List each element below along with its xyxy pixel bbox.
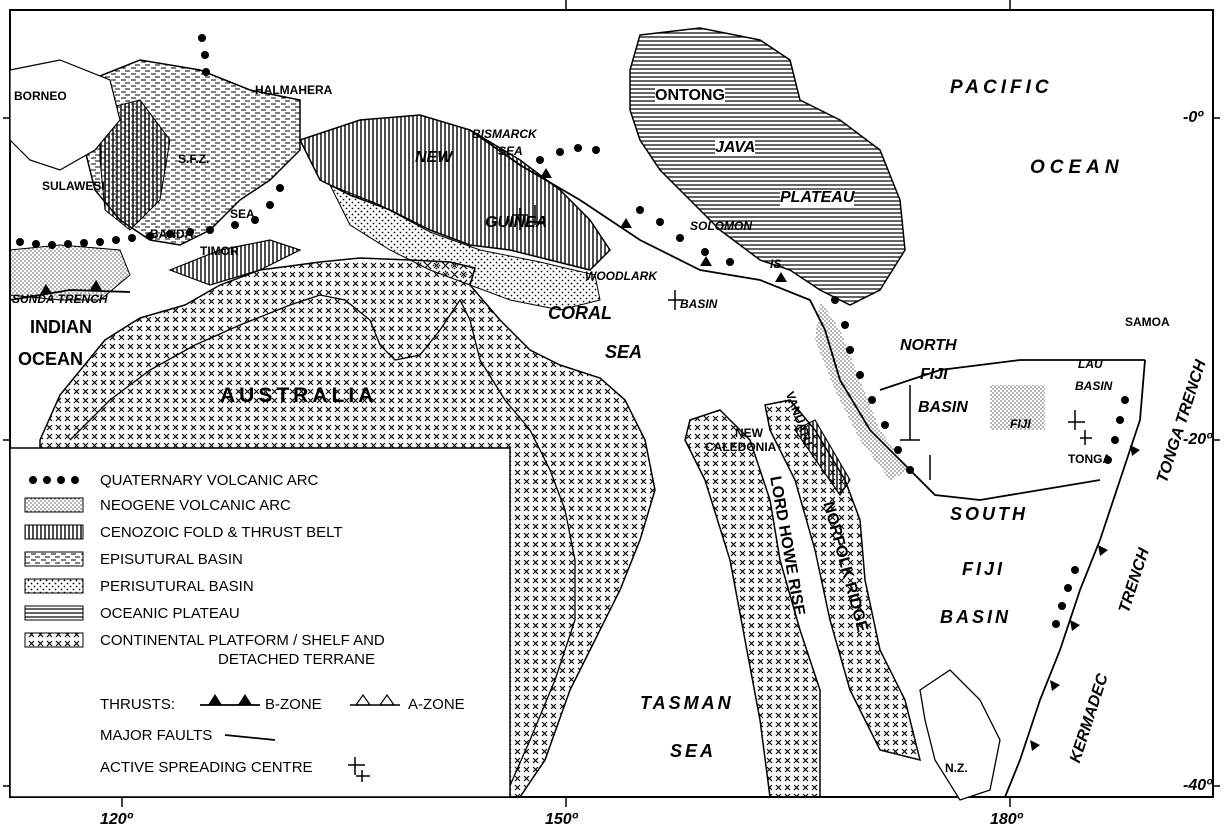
label-fiji: FIJI — [1010, 417, 1031, 431]
label-woodlark: WOODLARK — [585, 269, 657, 283]
label-solomon: SOLOMON — [690, 219, 752, 233]
label-new: NEW — [415, 149, 453, 166]
new-caledonia-belt — [794, 419, 851, 497]
label-halmahera: HALMAHERA — [255, 83, 333, 97]
label-bismarck: BISMARCK — [472, 127, 537, 141]
label-new-caledonia-1: NEW — [735, 426, 763, 440]
legend-label-oceanic-plateau: OCEANIC PLATEAU — [100, 605, 240, 622]
graticule-ticks — [3, 0, 1220, 807]
legend-label-quaternary: QUATERNARY VOLCANIC ARC — [100, 472, 319, 489]
trench-lines — [9, 129, 1146, 798]
label-sfz: S.F.Z. — [178, 152, 210, 166]
vanuatu-arc-fill — [815, 300, 910, 480]
label-new-caledonia-2: CALEDONIA — [705, 440, 777, 454]
legend-label-cenozoic: CENOZOIC FOLD & THRUST BELT — [100, 524, 343, 541]
timor-belt — [168, 239, 302, 286]
label-pacific: PACIFIC — [950, 77, 1053, 98]
label-coral: CORAL — [548, 303, 612, 323]
label-nz: N.Z. — [945, 761, 968, 775]
lat-tick-20: -20º — [1183, 431, 1212, 448]
label-solomon-is: IS. — [770, 257, 785, 271]
label-pacific-ocean: OCEAN — [1030, 157, 1124, 178]
legend-label-neogene: NEOGENE VOLCANIC ARC — [100, 497, 291, 514]
label-plateau: PLATEAU — [780, 189, 855, 206]
label-borneo: BORNEO — [14, 89, 67, 103]
label-north: NORTH — [900, 337, 957, 354]
lon-tick-180: 180º — [990, 811, 1023, 828]
label-indian: INDIAN — [30, 317, 92, 337]
label-south: SOUTH — [950, 504, 1028, 524]
legend-label-thrusts: THRUSTS: — [100, 696, 175, 713]
label-banda-sea: SEA — [230, 207, 255, 221]
label-guinea: GUINEA — [485, 214, 548, 231]
legend-label-a-zone: A-ZONE — [408, 696, 465, 713]
label-south-fiji: FIJI — [962, 559, 1006, 579]
legend-label-perisutural: PERISUTURAL BASIN — [100, 578, 254, 595]
label-lau-basin: BASIN — [1075, 379, 1113, 393]
label-north-fiji: FIJI — [920, 366, 948, 383]
label-samoa: SAMOA — [1125, 315, 1170, 329]
label-tonga: TONGA — [1068, 452, 1112, 466]
legend-label-continental: CONTINENTAL PLATFORM / SHELF AND — [100, 632, 385, 649]
legend-label-b-zone: B-ZONE — [265, 696, 322, 713]
label-timor: TIMOR — [200, 244, 239, 258]
legend-label-active-spreading: ACTIVE SPREADING CENTRE — [100, 759, 313, 776]
lon-tick-120: 120º — [100, 811, 133, 828]
label-lau: LAU — [1078, 357, 1103, 371]
label-sulawesi: SULAWESI — [42, 179, 105, 193]
label-java: JAVA — [715, 139, 756, 156]
australia-coastline — [69, 294, 576, 798]
label-banda: BANDA — [150, 227, 194, 241]
lord-howe-rise — [684, 409, 821, 798]
label-australia: AUSTRALIA — [220, 384, 378, 407]
label-tasman: TASMAN — [640, 693, 734, 713]
legend-label-detached-terrane: DETACHED TERRANE — [218, 651, 375, 668]
borneo-island — [9, 59, 121, 171]
ontong-java-plateau — [629, 27, 906, 306]
legend-label-major-faults: MAJOR FAULTS — [100, 727, 213, 744]
legend-swatches — [24, 476, 400, 782]
sulawesi-belt — [99, 99, 171, 231]
lat-tick-40: -40º — [1183, 777, 1212, 794]
b-zone-teeth — [40, 168, 1140, 751]
label-sunda-trench: SUNDA TRENCH — [12, 292, 108, 306]
fiji-neogene — [990, 385, 1045, 430]
label-south-fiji-basin: BASIN — [940, 607, 1012, 627]
lon-tick-150: 150º — [545, 811, 578, 828]
new-guinea-stipple — [328, 184, 601, 311]
legend-label-episutural: EPISUTURAL BASIN — [100, 551, 243, 568]
label-bismarck-sea: SEA — [498, 144, 523, 158]
quaternary-volcanic-arc — [16, 34, 1129, 628]
active-spreading-centres — [512, 205, 1092, 480]
nz-island — [919, 669, 1001, 801]
label-woodlark-basin: BASIN — [680, 297, 718, 311]
lat-tick-0: -0º — [1183, 109, 1204, 126]
label-north-fiji-basin: BASIN — [918, 399, 968, 416]
map-frame — [9, 9, 1214, 798]
label-tasman-sea: SEA — [670, 741, 717, 761]
label-indian-ocean: OCEAN — [18, 349, 84, 369]
label-ontong: ONTONG — [655, 87, 725, 104]
label-coral-sea: SEA — [605, 342, 643, 362]
